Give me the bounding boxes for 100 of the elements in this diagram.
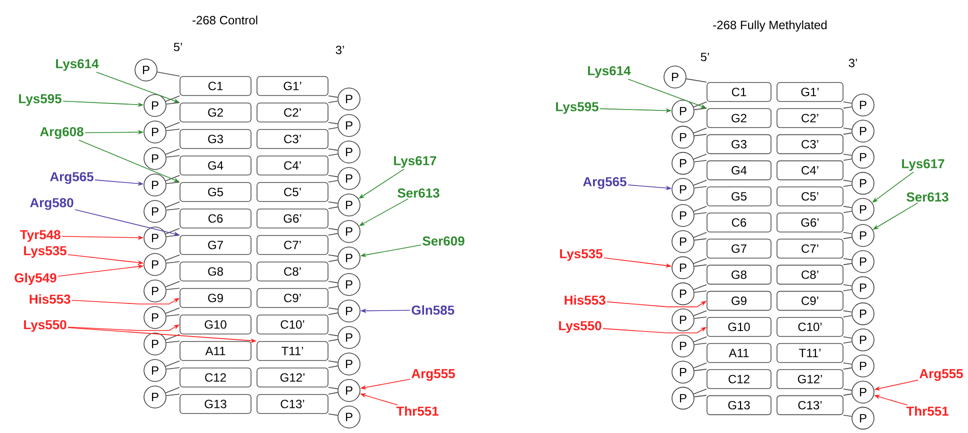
base-box: C3’ bbox=[256, 129, 328, 149]
base-box: C13’ bbox=[256, 394, 328, 414]
backbone-line bbox=[843, 310, 852, 312]
backbone-line bbox=[843, 106, 852, 109]
backbone-line bbox=[166, 182, 180, 184]
residue-label: Thr551 bbox=[906, 406, 948, 416]
residue-label: Arg565 bbox=[583, 177, 626, 189]
residue-label: Gln585 bbox=[412, 305, 454, 315]
residue-label: Arg580 bbox=[30, 198, 74, 210]
backbone-line bbox=[694, 134, 707, 136]
base-box: C7’ bbox=[776, 238, 844, 258]
backbone-line bbox=[843, 206, 852, 208]
base-box: G4 bbox=[180, 156, 252, 176]
backbone-line bbox=[843, 362, 852, 365]
residue-label: His553 bbox=[564, 295, 606, 305]
backbone-line bbox=[843, 102, 852, 104]
base-box: G6’ bbox=[256, 208, 328, 228]
base-box: G8 bbox=[180, 262, 252, 282]
backbone-line bbox=[843, 284, 852, 286]
backbone-line bbox=[693, 362, 707, 368]
backbone-line bbox=[328, 281, 338, 284]
base-box: T11’ bbox=[776, 343, 844, 363]
backbone-line bbox=[165, 175, 180, 182]
residue-label: Lys595 bbox=[19, 94, 62, 106]
backbone-line bbox=[165, 308, 180, 314]
base-box: G9 bbox=[180, 288, 252, 308]
backbone-line bbox=[328, 414, 338, 416]
base-box: C8’ bbox=[256, 262, 328, 282]
backbone-line bbox=[328, 387, 338, 390]
backbone-line bbox=[166, 340, 180, 344]
backbone-line bbox=[843, 367, 852, 370]
base-box: A11 bbox=[706, 343, 772, 363]
backbone-line bbox=[165, 202, 180, 208]
backbone-line bbox=[165, 360, 180, 367]
backbone-line bbox=[165, 148, 180, 155]
backbone-line bbox=[843, 132, 852, 135]
backbone-line bbox=[694, 238, 707, 241]
base-box: C1 bbox=[706, 82, 772, 102]
backbone-line bbox=[843, 289, 852, 292]
strand-end-label: 3’ bbox=[336, 46, 344, 54]
backbone-line bbox=[166, 367, 180, 370]
backbone-line bbox=[693, 154, 707, 160]
backbone-line bbox=[686, 78, 707, 82]
residue-label: Arg555 bbox=[920, 369, 963, 381]
backbone-line bbox=[694, 264, 707, 267]
backbone-line bbox=[166, 314, 180, 317]
backbone-line bbox=[843, 158, 852, 161]
base-box: G8 bbox=[706, 264, 772, 285]
panel-title: -268 Control bbox=[192, 16, 258, 24]
backbone-line bbox=[166, 234, 180, 238]
base-box: C4’ bbox=[256, 156, 328, 176]
panel-title: -268 Fully Methylated bbox=[713, 20, 827, 32]
backbone-line bbox=[843, 184, 852, 187]
backbone-line bbox=[328, 392, 338, 394]
backbone-line bbox=[693, 388, 707, 394]
base-box: C3’ bbox=[776, 134, 844, 154]
backbone-line bbox=[843, 258, 852, 260]
backbone-line bbox=[165, 96, 180, 102]
base-box: C10’ bbox=[256, 314, 328, 334]
base-box: T11’ bbox=[256, 341, 328, 361]
backbone-line bbox=[328, 233, 338, 236]
base-box: C2’ bbox=[776, 108, 844, 128]
base-box: G10 bbox=[706, 317, 772, 337]
base-box: G3 bbox=[706, 134, 772, 154]
backbone-line bbox=[694, 290, 707, 293]
residue-label: Lys614 bbox=[56, 59, 99, 71]
backbone-line bbox=[165, 122, 180, 128]
backbone-line bbox=[694, 160, 707, 162]
base-box: G1’ bbox=[776, 82, 844, 102]
residue-label: Arg555 bbox=[412, 369, 455, 381]
backbone-line bbox=[843, 263, 852, 266]
base-box: C6 bbox=[706, 212, 772, 232]
backbone-line bbox=[843, 394, 852, 396]
backbone-line bbox=[694, 186, 707, 188]
residue-label: Lys595 bbox=[556, 102, 598, 114]
base-box: C6 bbox=[180, 208, 252, 228]
backbone-line bbox=[694, 316, 707, 319]
backbone-line bbox=[328, 122, 338, 124]
base-box: C4’ bbox=[776, 160, 844, 180]
base-box: C12 bbox=[180, 368, 252, 388]
backbone-line bbox=[694, 368, 707, 372]
backbone-line bbox=[328, 228, 338, 230]
backbone-line bbox=[693, 232, 707, 238]
base-box: G4 bbox=[706, 160, 772, 180]
backbone-line bbox=[843, 388, 852, 391]
backbone-line bbox=[328, 366, 338, 368]
backbone-line bbox=[165, 334, 180, 340]
residue-label: Lys550 bbox=[559, 321, 602, 333]
base-box: C8’ bbox=[776, 264, 844, 285]
base-box: C10’ bbox=[776, 317, 844, 337]
base-box: C5’ bbox=[256, 182, 328, 202]
base-box: G7 bbox=[180, 235, 252, 255]
residue-label: Thr551 bbox=[396, 406, 438, 416]
backbone-line bbox=[843, 180, 852, 182]
backbone-line bbox=[165, 387, 180, 394]
backbone-line bbox=[693, 102, 707, 108]
residue-label: Lys550 bbox=[24, 320, 66, 332]
base-box: G6’ bbox=[776, 212, 844, 232]
backbone-line bbox=[328, 254, 338, 257]
backbone-line bbox=[328, 360, 338, 363]
